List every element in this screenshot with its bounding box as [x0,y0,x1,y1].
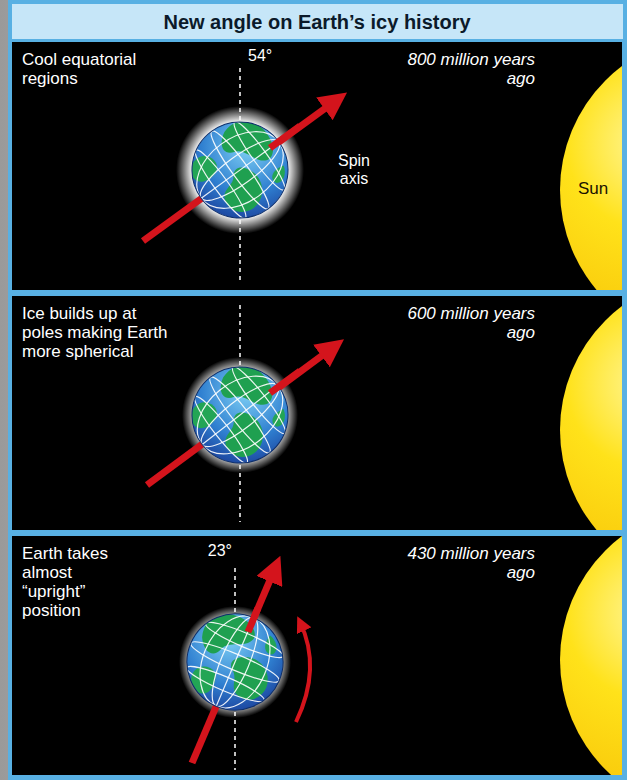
sun [560,42,622,290]
axis-label: Spin axis [322,152,386,187]
time-label: 600 million years ago [405,304,535,342]
rotation-arrow [296,622,310,722]
angle-label: 23° [202,542,232,560]
frame [8,0,627,780]
sun [560,536,622,775]
time-label: 800 million years ago [405,50,535,88]
spin-axis-arrow [270,371,300,393]
sun-label: Sun [568,180,618,199]
spin-axis-arrow [147,346,335,485]
earth-globe [173,348,308,483]
timeline-panel: Earth takes almost “upright” position 430… [12,536,622,775]
timeline-panel: Cool equatorial regions 800 million years… [12,42,622,290]
title-bar [12,4,623,39]
time-label: 430 million years ago [405,544,535,582]
panel-caption: Ice builds up at poles making Earth more… [22,304,172,361]
panel-caption: Earth takes almost “upright” position [22,544,140,620]
panel-ground [12,296,622,530]
spin-axis-arrow [248,608,258,632]
panel-caption: Cool equatorial regions [22,50,140,88]
angle-label: 54° [248,47,288,65]
spin-axis-arrow [143,99,338,241]
earth-globe [172,599,298,725]
panel-ground [12,536,622,775]
timeline-panel: Ice builds up at poles making Earth more… [12,296,622,530]
earth-globe [173,103,307,237]
diagram-title: New angle on Earth’s icy history [12,6,622,38]
panel-ground [12,42,622,290]
spin-axis-arrow [270,126,300,148]
sun [560,296,622,530]
